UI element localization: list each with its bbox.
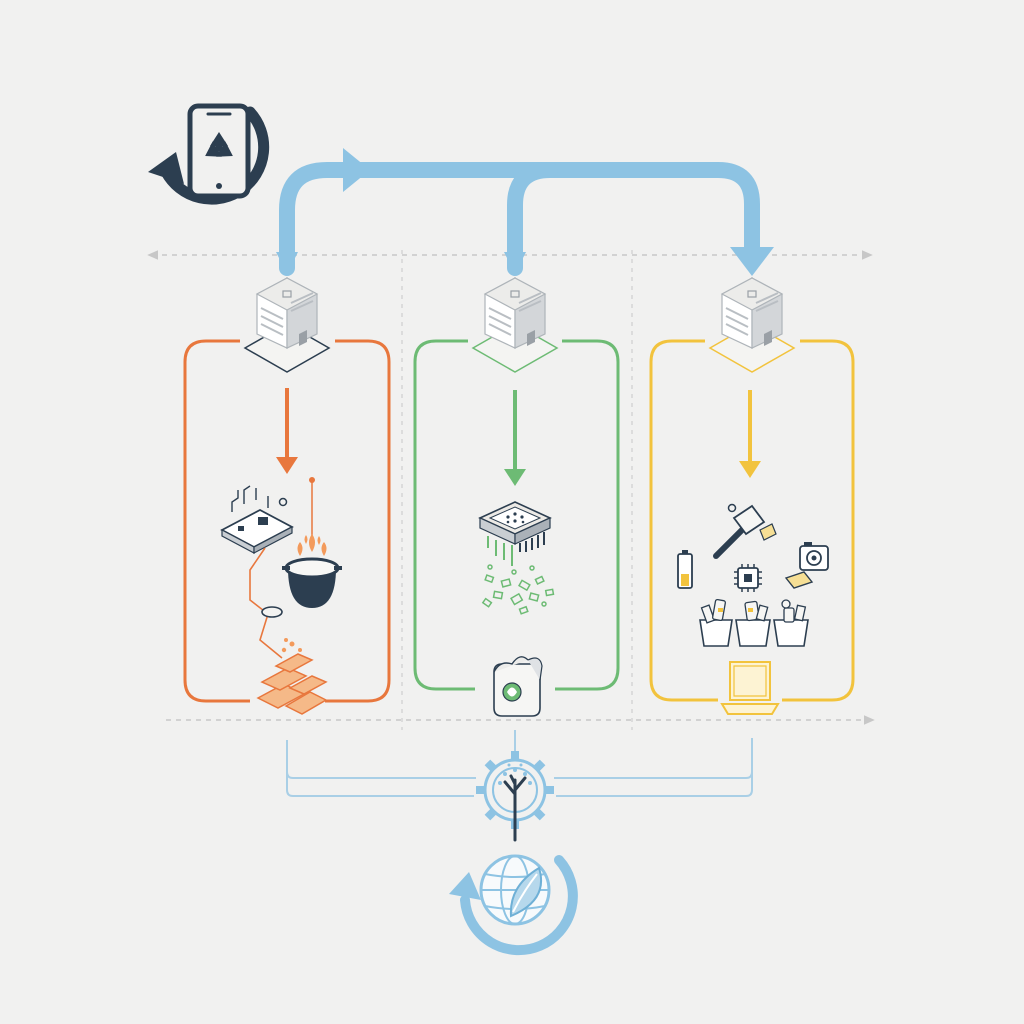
recycle-symbol-icon (205, 132, 233, 157)
smelting-crucible-icon (282, 534, 342, 608)
metal-ingots-icon (256, 638, 328, 715)
refurbished-laptop-icon (720, 661, 780, 715)
melt-flow-line (249, 547, 283, 659)
top-pipe-arrowhead (343, 148, 370, 192)
dismantling-hammer-icon (713, 503, 777, 559)
globe-leaf-cycle-icon (449, 854, 578, 956)
lane-orange-frame (183, 339, 391, 703)
circuit-board-icon (220, 485, 294, 554)
bottom-collection-pipes (286, 730, 753, 797)
factory-building-icon (708, 277, 796, 373)
lane-yellow-frame (649, 339, 855, 702)
memory-module-icon (784, 571, 814, 589)
factory-building-icon (471, 277, 559, 373)
middle-pipe-arrowhead (504, 252, 526, 274)
battery-icon (677, 550, 693, 589)
chemical-sack-icon (493, 656, 543, 717)
left-pipe-arrowhead (276, 252, 298, 274)
smartphone-recycle-icon (148, 103, 270, 205)
gear-tree-icon (476, 751, 554, 842)
sorting-bins-icon (699, 598, 809, 647)
right-pipe-arrowhead (730, 247, 774, 276)
metal-piece-icon (261, 606, 283, 618)
lane-orange (183, 339, 391, 703)
lane-green-frame (413, 339, 620, 691)
lane-green (413, 339, 620, 691)
factory-building-icon (243, 277, 331, 373)
sorted-fragments-icon (481, 564, 555, 615)
lane-yellow (649, 339, 855, 702)
camera-module-icon (799, 542, 829, 571)
leaching-reactor-icon (478, 501, 552, 566)
top-flow-pipe (279, 162, 760, 276)
chip-icon (734, 564, 762, 592)
